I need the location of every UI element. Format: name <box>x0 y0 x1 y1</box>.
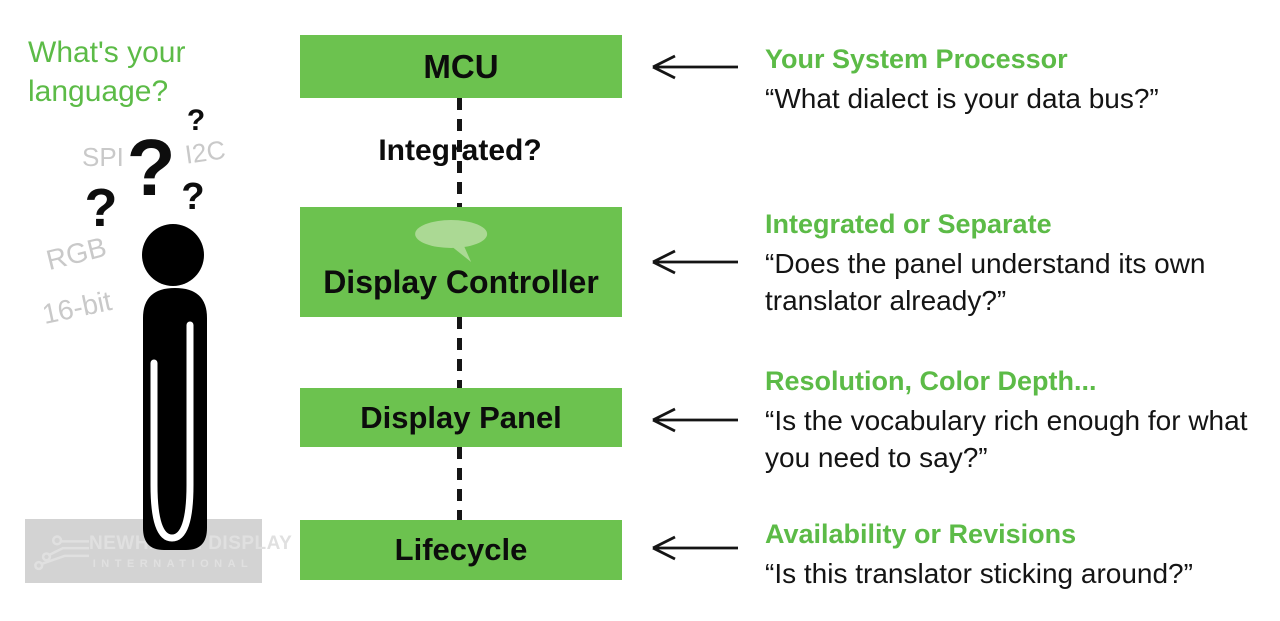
flow-box-label: Lifecycle <box>394 532 528 567</box>
annotation-body: “What dialect is your data bus?” <box>765 83 1159 114</box>
connector-question-label: Integrated? <box>378 134 542 167</box>
protocol-label-16bit: 16-bit <box>39 285 115 330</box>
annotation-heading: Integrated or Separate <box>765 209 1052 239</box>
annotation-heading: Your System Processor <box>765 44 1068 74</box>
protocol-label-i2c: I2C <box>183 134 228 170</box>
question-mark-icon: ? <box>126 123 176 212</box>
question-mark-icon: ? <box>186 104 206 137</box>
dashed-connector <box>457 317 462 388</box>
dashed-connector <box>457 98 462 207</box>
flow-box-label: MCU <box>423 47 499 85</box>
flow-box-mcu: MCU <box>300 35 622 98</box>
circuit-logo-icon <box>34 535 89 571</box>
protocol-label-spi: SPI <box>82 142 124 172</box>
annotation-body: “Is the vocabulary rich enough for what … <box>765 405 1248 473</box>
arrow-left-icon <box>652 535 738 561</box>
arrow-left-icon <box>652 249 738 275</box>
flow-box-label: Display Panel <box>360 399 562 435</box>
flow-box-display-controller: Display Controller <box>300 207 622 317</box>
speech-bubble-icon <box>415 220 488 262</box>
watermark-subtitle: INTERNATIONAL <box>92 558 254 570</box>
annotation-display-controller: Integrated or Separate “Does the panel u… <box>765 207 1280 319</box>
question-mark-icon: ? <box>181 176 205 218</box>
annotation-heading: Availability or Revisions <box>765 519 1077 549</box>
annotation-mcu: Your System Processor “What dialect is y… <box>765 42 1280 117</box>
flow-box-label: Display Controller <box>323 264 599 300</box>
arrow-left-icon <box>652 54 738 80</box>
dashed-connector <box>457 447 462 520</box>
person-silhouette-icon <box>142 224 207 550</box>
annotation-lifecycle: Availability or Revisions “Is this trans… <box>765 517 1280 592</box>
question-mark-icon: ? <box>84 178 118 238</box>
flow-box-display-panel: Display Panel <box>300 388 622 447</box>
annotation-display-panel: Resolution, Color Depth... “Is the vocab… <box>765 364 1280 476</box>
arrow-left-icon <box>652 407 738 433</box>
annotation-body: “Does the panel understand its own trans… <box>765 248 1206 316</box>
page-title: What's your language? <box>28 36 186 108</box>
annotation-body: “Is this translator sticking around?” <box>765 558 1193 589</box>
annotation-heading: Resolution, Color Depth... <box>765 366 1097 396</box>
flow-box-lifecycle: Lifecycle <box>300 520 622 580</box>
